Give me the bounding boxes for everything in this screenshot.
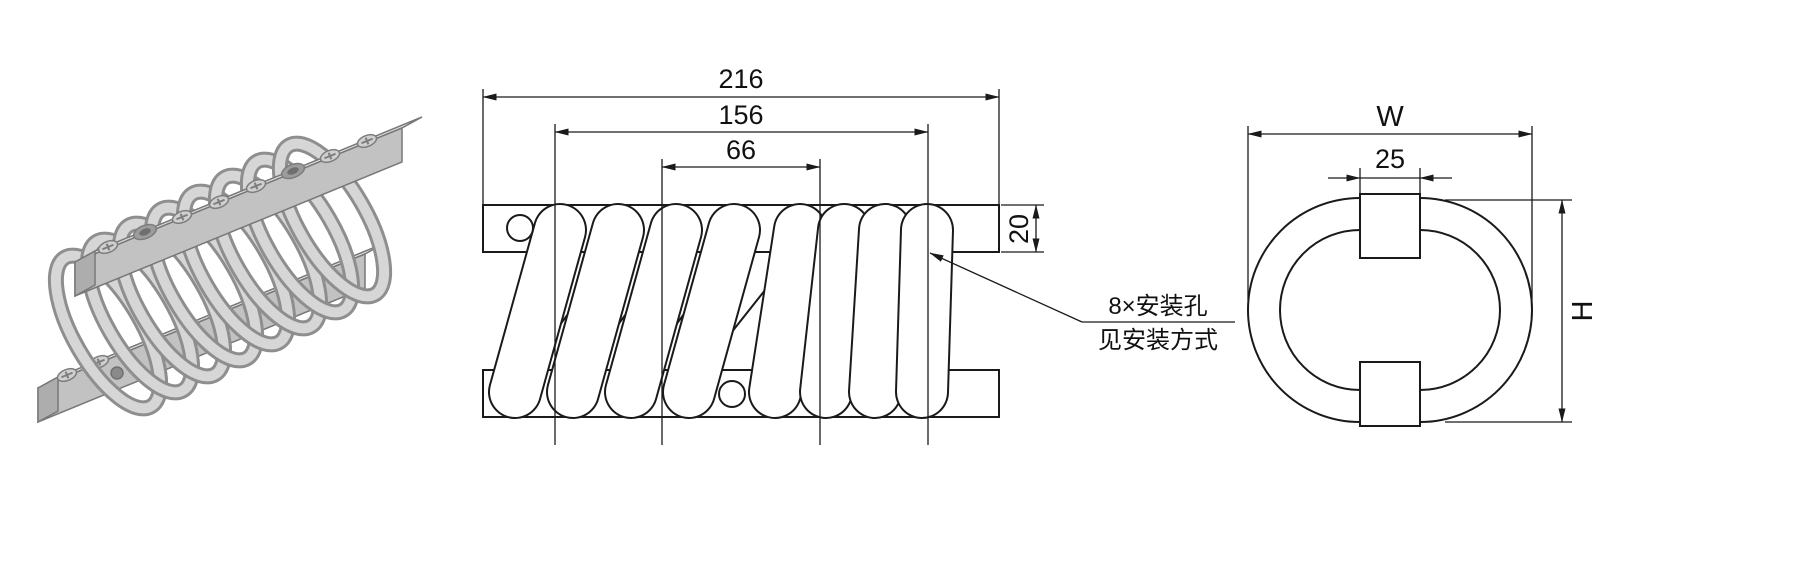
isometric-view	[37, 116, 423, 424]
dimension-inner-span-66: 66	[661, 135, 821, 445]
dim-156-label: 156	[718, 100, 763, 130]
dim-216-label: 216	[718, 64, 763, 94]
dimension-coil-span-156: 156	[554, 100, 929, 445]
dim-25-label: 25	[1375, 144, 1405, 174]
dimension-clamp-width-25: 25	[1328, 144, 1452, 196]
side-view: W 25 H	[1247, 101, 1599, 427]
side-wire-ring	[1247, 197, 1533, 423]
side-top-clamp	[1359, 193, 1421, 259]
front-bottom-hole	[718, 380, 746, 408]
side-bottom-clamp	[1359, 361, 1421, 427]
front-top-hole	[506, 214, 534, 242]
iso-mounting-hole	[110, 366, 124, 380]
dim-w-label: W	[1376, 101, 1404, 133]
note-line-1: 8×安装孔	[1108, 293, 1207, 320]
dimension-width-W: W	[1247, 101, 1533, 300]
dimension-bar-thickness-20: 20	[1001, 204, 1044, 253]
front-view: 216 156 66 20 8×安装孔 见安装方式	[482, 64, 1235, 445]
dimension-overall-216: 216	[482, 64, 1000, 204]
note-line-2: 见安装方式	[1098, 327, 1218, 354]
dim-h-label: H	[1567, 301, 1599, 322]
dimension-height-H: H	[1445, 199, 1599, 423]
iso-wire-coils	[47, 135, 393, 417]
mounting-hole-note: 8×安装孔 见安装方式	[929, 252, 1235, 354]
front-wire-loops	[488, 203, 954, 419]
iso-top-bar	[74, 116, 423, 298]
dim-66-label: 66	[726, 135, 756, 165]
dim-20-label: 20	[1004, 214, 1034, 244]
